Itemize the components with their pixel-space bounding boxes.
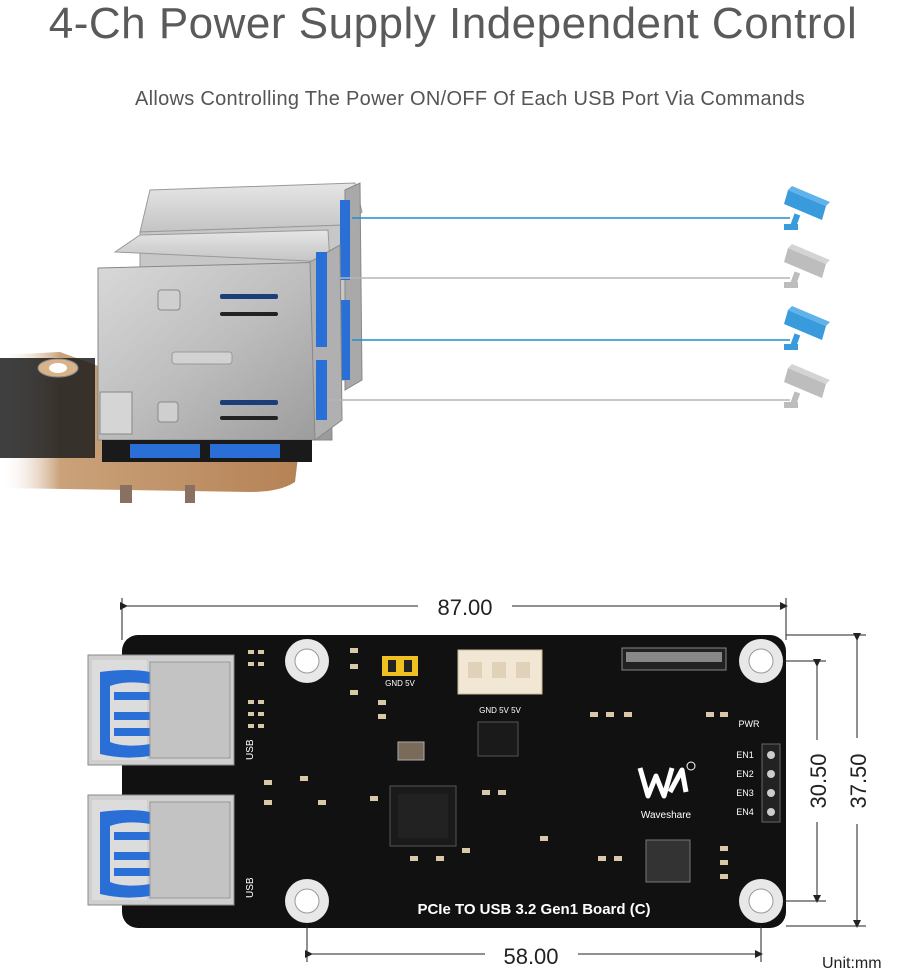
en-label-4: EN4 [736,807,754,817]
camera-icon-2 [784,244,830,288]
ic-small [477,721,519,757]
board-name: PCIe TO USB 3.2 Gen1 Board (C) [417,901,650,918]
mount-hole-tl [285,639,329,683]
pwr-label: PWR [739,719,760,729]
mount-hole-bl [285,879,329,923]
dimension-height: 37.50 [786,633,871,928]
dimension-hole-v: 30.50 [783,659,831,903]
usb-label-1: USB [245,739,256,760]
en-label-3: EN3 [736,788,754,798]
usb-stack-illustration [0,182,363,503]
page-subtitle: Allows Controlling The Power ON/OFF Of E… [134,88,806,110]
camera-icon-4 [784,364,830,408]
connector-label: GND 5V 5V [479,706,521,715]
hole-spacing-v-value: 30.50 [806,753,831,808]
crystal [397,741,425,761]
camera-icon-1 [784,186,830,230]
usb-connector-1 [87,654,235,766]
dimension-width: 87.00 [120,595,788,640]
waveshare-logo [637,761,696,799]
mount-hole-tr [739,639,783,683]
page-title: 4-Ch Power Supply Independent Control [48,0,858,48]
usb-label-2: USB [245,877,256,898]
pcb-board [122,635,786,928]
en-label-1: EN1 [736,750,754,760]
en-label-2: EN2 [736,769,754,779]
unit-label: Unit:mm [822,955,882,972]
en-header [761,743,781,823]
height-value: 37.50 [846,753,871,808]
width-value: 87.00 [437,595,492,620]
inductor [645,839,691,883]
mount-hole-br [739,879,783,923]
usb-connector-2 [87,794,235,906]
jumper-label: GND 5V [385,679,415,688]
brand-label: Waveshare [641,810,692,821]
dimension-hole-h: 58.00 [305,925,763,969]
jumper [382,656,418,676]
camera-icon-3 [784,306,830,350]
hole-spacing-h-value: 58.00 [503,944,558,969]
board-diagram: Waveshare GND 5V GND 5V 5V PWR EN1 EN2 E… [87,635,786,928]
